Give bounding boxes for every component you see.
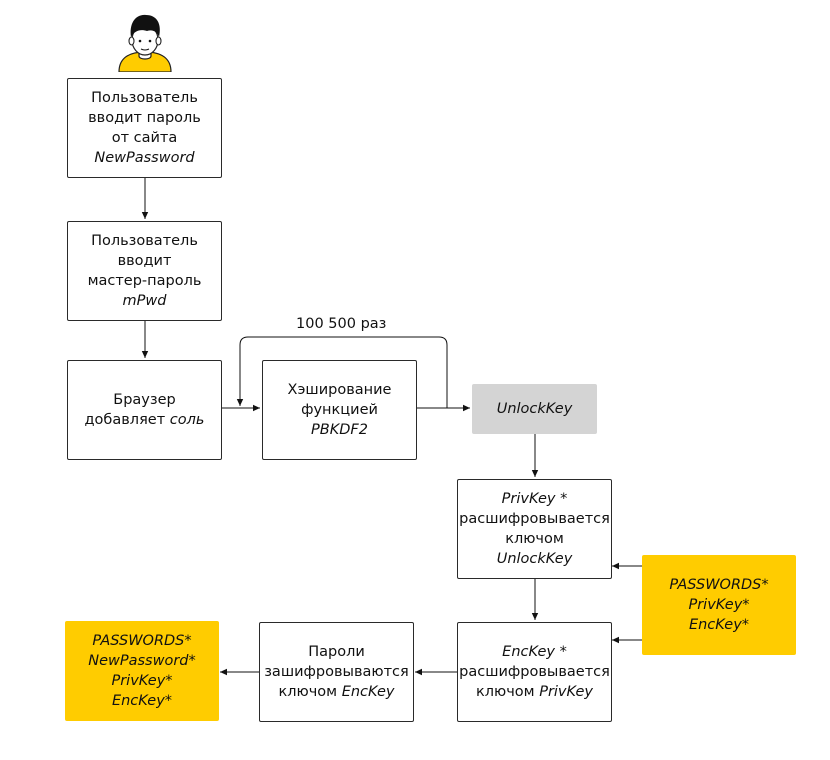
user-avatar-icon — [118, 14, 172, 72]
user-box-line: от сайта — [111, 130, 178, 146]
unlockkey-box: UnlockKey — [472, 384, 597, 434]
master-password-box: Пользователь вводит мастер-пароль mPwd — [67, 221, 222, 321]
result-item: NewPassword* — [88, 653, 196, 669]
user-box-line: Пользователь — [91, 90, 198, 106]
browser-box-line: Браузер — [113, 392, 176, 408]
enckey-asterisk: * — [554, 644, 567, 660]
browser-box-text: добавляет — [84, 412, 170, 428]
encrypt-box-line: ключом EncKey — [278, 682, 394, 702]
privkey-asterisk: * — [555, 491, 568, 507]
master-box-line: mPwd — [122, 293, 167, 309]
pbkdf2-hash-box: Хэширование функцией PBKDF2 — [262, 360, 417, 460]
privkey-box-line: ключом — [505, 531, 564, 547]
result-item: PrivKey* — [111, 673, 173, 689]
stored-item: PASSWORDS* — [669, 577, 769, 593]
privkey-box-line: расшифровывается — [459, 511, 610, 527]
stored-passwords-box: PASSWORDS* PrivKey* EncKey* — [642, 555, 796, 655]
enckey-box-line: расшифровывается — [459, 664, 610, 680]
user-enters-password-box: Пользователь вводит пароль от сайта NewP… — [67, 78, 222, 178]
stored-item: EncKey* — [688, 617, 750, 633]
privkey-decrypt-box: PrivKey * расшифровывается ключом Unlock… — [457, 479, 612, 579]
enckey-key-name: PrivKey — [539, 684, 594, 700]
enckey-decrypt-box: EncKey * расшифровывается ключом PrivKey — [457, 622, 612, 722]
browser-box-salt: соль — [169, 412, 205, 428]
enckey-name: EncKey — [502, 644, 555, 660]
enckey-box-line: EncKey * — [502, 642, 567, 662]
encrypt-key-prefix: ключом — [278, 684, 342, 700]
result-item: PASSWORDS* — [92, 633, 192, 649]
loop-iterations-label: 100 500 раз — [296, 316, 387, 332]
enckey-box-line: ключом PrivKey — [476, 682, 593, 702]
encrypt-box-line: Пароли — [308, 644, 365, 660]
hash-box-line: Хэширование — [287, 382, 392, 398]
result-item: EncKey* — [111, 693, 173, 709]
user-box-line: NewPassword — [94, 150, 195, 166]
encrypt-key-name: EncKey — [341, 684, 395, 700]
browser-box-line: добавляет соль — [85, 410, 205, 430]
master-box-line: вводит — [117, 253, 172, 269]
encrypt-box-line: зашифровываются — [264, 664, 409, 680]
hash-box-line: функцией — [301, 402, 378, 418]
master-box-line: мастер-пароль — [87, 273, 202, 289]
privkey-box-line: PrivKey * — [502, 489, 568, 509]
unlockkey-text: UnlockKey — [496, 401, 573, 417]
user-box-line: вводит пароль — [88, 110, 201, 126]
master-box-line: Пользователь — [91, 233, 198, 249]
encrypt-passwords-box: Пароли зашифровываются ключом EncKey — [259, 622, 414, 722]
hash-box-line: PBKDF2 — [311, 422, 368, 438]
enckey-key-prefix: ключом — [475, 684, 540, 700]
result-passwords-box: PASSWORDS* NewPassword* PrivKey* EncKey* — [65, 621, 219, 721]
browser-adds-salt-box: Браузер добавляет соль — [67, 360, 222, 460]
privkey-name: PrivKey — [501, 491, 556, 507]
stored-item: PrivKey* — [688, 597, 750, 613]
privkey-box-line: UnlockKey — [496, 551, 573, 567]
